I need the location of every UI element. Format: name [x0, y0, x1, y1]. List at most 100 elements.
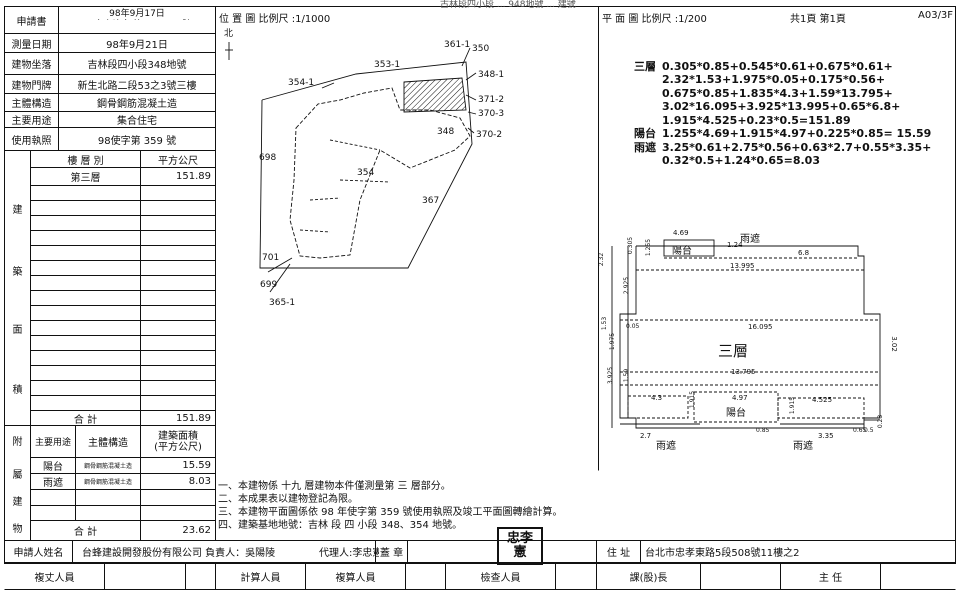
applicant-label: 申請人姓名	[13, 548, 64, 559]
annex-total-label: 合 計	[73, 527, 98, 538]
page-count: 共1頁 第1頁	[790, 14, 846, 25]
row-label-survey-date: 測量日期	[11, 39, 52, 51]
annex-side-char: 建	[12, 496, 23, 508]
note-line: 四、建築基地地號：吉林 段 四 小段 348、354 地號。	[218, 520, 463, 531]
plan-dim-label: 16.095	[748, 323, 773, 331]
area-total-label: 合 計	[73, 414, 98, 426]
plan-dim-label: 3.02	[889, 336, 898, 352]
row-label-application: 申請書	[16, 16, 47, 28]
main-use: 集合住宅	[117, 116, 157, 127]
lot-label: 348-1	[478, 70, 505, 80]
agent-label: 代理人:李忠憲	[319, 548, 379, 559]
note-line: 三、本建物平面圖係依 98 年使字第 359 號使用執照及竣工平面圖轉繪計算。	[218, 507, 563, 518]
plan-dim-label: 1.915	[789, 396, 797, 415]
plan-dim-label: 0.5	[864, 427, 874, 434]
annex-area: 8.03	[188, 476, 211, 487]
lot-label: 365-1	[269, 298, 296, 308]
plan-dim-label: 1.59	[623, 368, 631, 383]
plan-dim-label: 0.23	[877, 414, 885, 429]
main-structure: 鋼骨鋼筋混凝土造	[97, 99, 177, 110]
lot-label: 354-1	[288, 78, 315, 88]
balcony-formula-label: 陽台	[634, 127, 656, 140]
note-line: 二、本成果表以建物登記為限。	[218, 494, 358, 505]
address-label: 住 址	[606, 548, 631, 559]
area-side-char: 積	[12, 384, 23, 396]
applicant-value: 台蜂建設開發股份有限公司 負責人：吳陽陵	[82, 548, 276, 559]
annex-use: 雨遮	[43, 478, 63, 489]
annex-area-header: 建築面積 (平方公尺)	[154, 430, 202, 453]
location-map-drawing	[225, 42, 477, 293]
annex-structure: 鋼骨鋼筋混凝土造	[83, 479, 132, 486]
lot-label: 350	[472, 44, 490, 54]
plan-canopy-top: 雨遮	[740, 234, 760, 245]
annex-use: 陽台	[43, 462, 63, 473]
recheck-label: 複算人員	[335, 572, 376, 584]
floor3-formula: 0.305*0.85+0.545*0.61+0.675*0.61+ 2.32*1…	[662, 60, 901, 127]
plan-dim-label: 4.3	[651, 394, 663, 402]
lot-label: 354	[357, 168, 375, 178]
plan-dim-label: 4.69	[673, 229, 689, 237]
sheet-code: A03/3F	[918, 10, 954, 21]
usage-license: 98使字第 359 號	[97, 135, 177, 147]
annex-area: 15.59	[182, 460, 211, 471]
row-label-use: 主要用途	[11, 116, 52, 127]
plan-dim-label: 1.24	[727, 241, 743, 249]
lot-label: 699	[260, 280, 278, 290]
plan-dim-label: 2.7	[640, 432, 652, 440]
row-label-license: 使用執照	[11, 135, 52, 147]
area-side-char: 建	[12, 204, 23, 216]
plan-balcony-top: 陽台	[672, 246, 692, 257]
floor-name: 第三層	[70, 173, 101, 184]
area-col-header: 平方公尺	[158, 155, 198, 167]
plan-label: 平 面 圖 比例尺 :1/200	[602, 14, 707, 25]
seal-label: 蓋 章	[379, 548, 404, 559]
annex-side-char: 物	[12, 523, 23, 535]
top-partial-text: 古林段四小段 ... 948地號 ... 建號	[440, 0, 576, 10]
application-date-text: 98年9月17日 98中山建字 第 020770 號	[109, 9, 165, 19]
plan-dim-label: 2.32	[598, 252, 606, 267]
plan-dim-label: 2.925	[623, 276, 631, 295]
lot-label: 367	[422, 196, 440, 206]
plan-floor-name: 三層	[718, 342, 749, 360]
plan-dim-label: 4.97	[732, 394, 748, 402]
plan-dim-label: 13.995	[730, 262, 755, 270]
row-label-location: 建物坐落	[11, 60, 52, 71]
floor3-formula-label: 三層	[634, 60, 656, 73]
balcony-formula: 1.255*4.69+1.915*4.97+0.225*0.85= 15.59	[662, 127, 932, 140]
lot-label: 370-2	[476, 130, 503, 140]
lot-label: 701	[262, 253, 280, 263]
section-chief-label: 課(股)長	[629, 572, 668, 584]
plan-dim-label: 4.525	[812, 396, 833, 404]
north-label: 北	[224, 29, 234, 39]
annex-use-header: 主要用途	[34, 438, 71, 448]
plan-balcony-bottom: 陽台	[726, 408, 746, 419]
building-location: 吉林段四小段348地號	[87, 60, 187, 71]
plan-canopy-bottom-left: 雨遮	[656, 441, 676, 452]
plan-dim-label: 1.915	[689, 390, 697, 409]
area-total-value: 151.89	[176, 412, 211, 424]
row-label-structure: 主體構造	[11, 99, 52, 110]
annex-side-char: 附	[12, 436, 23, 448]
plan-dim-label: 6.8	[798, 249, 810, 257]
application-date: 98年9月17日 98中山建字 第 020770 號	[59, 6, 215, 20]
floor-area: 151.89	[176, 171, 211, 182]
floor-plan-drawing	[611, 239, 881, 429]
lot-label: 353-1	[374, 60, 401, 70]
canopy-formula: 3.25*0.61+2.75*0.56+0.63*2.7+0.55*3.35+ …	[662, 141, 932, 168]
location-map-label: 位 置 圖 比例尺 :1/1000	[219, 14, 331, 25]
building-address: 新生北路二段53之3號三樓	[77, 80, 197, 92]
lot-label: 371-2	[478, 95, 505, 105]
lot-label: 370-3	[478, 109, 505, 119]
note-line: 一、本建物係 十九 層建物本件僅測量第 三 層部分。	[218, 481, 451, 492]
reviewer-label: 複丈人員	[34, 572, 75, 584]
plan-dim-label: 13.795	[731, 368, 756, 376]
plan-dim-label: 3.35	[818, 432, 834, 440]
annex-structure-header: 主體構造	[88, 438, 128, 449]
area-side-char: 築	[12, 266, 23, 278]
lot-label: 348	[437, 127, 455, 137]
plan-dim-label: 1.975	[609, 332, 617, 351]
plan-canopy-bottom-right: 雨遮	[793, 441, 813, 452]
annex-side-char: 屬	[12, 469, 23, 481]
